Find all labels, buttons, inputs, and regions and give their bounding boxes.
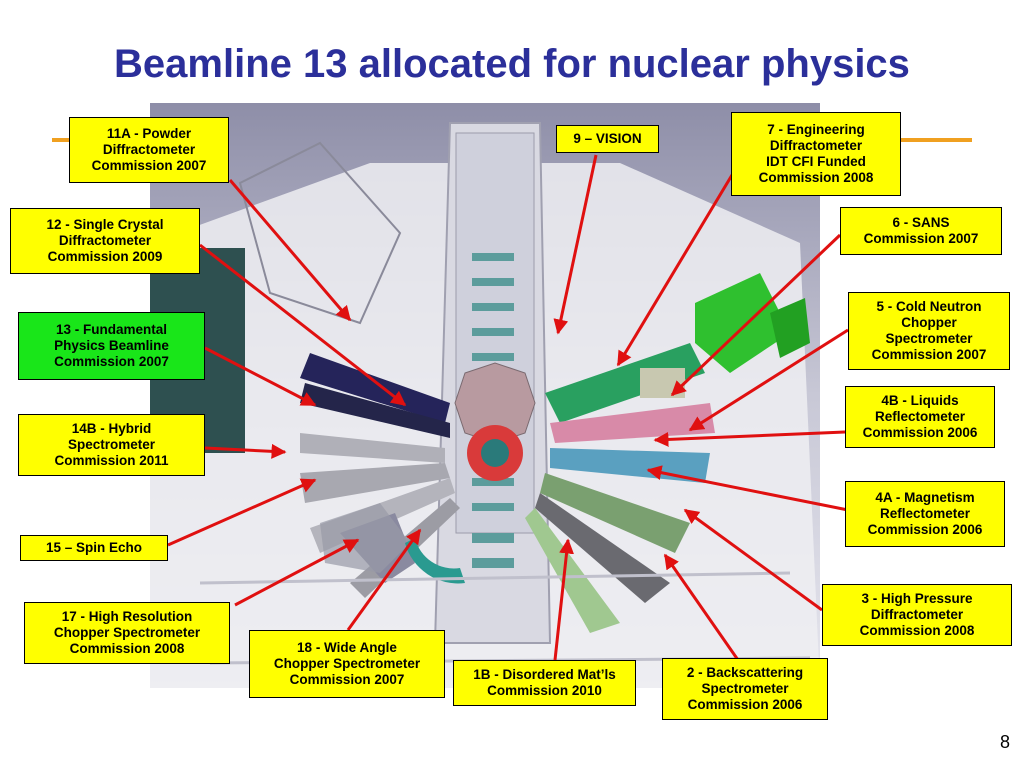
title-rule-left [52, 138, 70, 142]
label-15-spin-echo: 15 – Spin Echo [20, 535, 168, 561]
label-18-wide-angle-chopper-spectrometer: 18 - Wide Angle Chopper Spectrometer Com… [249, 630, 445, 698]
label-7-engineering-diffractometer: 7 - Engineering Diffractometer IDT CFI F… [731, 112, 901, 196]
title-rule-right [900, 138, 972, 142]
slide-title: Beamline 13 allocated for nuclear physic… [114, 42, 910, 86]
label-1b-disordered-materials: 1B - Disordered Mat’ls Commission 2010 [453, 660, 636, 706]
label-3-high-pressure-diffractometer: 3 - High Pressure Diffractometer Commiss… [822, 584, 1012, 646]
label-13-fundamental-physics-beamline: 13 - Fundamental Physics Beamline Commis… [18, 312, 205, 380]
label-9-vision: 9 – VISION [556, 125, 659, 153]
label-4b-liquids-reflectometer: 4B - Liquids Reflectometer Commission 20… [845, 386, 995, 448]
label-5-cold-neutron-chopper-spectrometer: 5 - Cold Neutron Chopper Spectrometer Co… [848, 292, 1010, 370]
label-14b-hybrid-spectrometer: 14B - Hybrid Spectrometer Commission 201… [18, 414, 205, 476]
label-12-single-crystal-diffractometer: 12 - Single Crystal Diffractometer Commi… [10, 208, 200, 274]
label-4a-magnetism-reflectometer: 4A - Magnetism Reflectometer Commission … [845, 481, 1005, 547]
facility-illustration [150, 103, 820, 688]
label-2-backscattering-spectrometer: 2 - Backscattering Spectrometer Commissi… [662, 658, 828, 720]
label-11a-powder-diffractometer: 11A - Powder Diffractometer Commission 2… [69, 117, 229, 183]
label-17-high-resolution-chopper-spectrometer: 17 - High Resolution Chopper Spectromete… [24, 602, 230, 664]
label-6-sans: 6 - SANS Commission 2007 [840, 207, 1002, 255]
page-number: 8 [999, 732, 1010, 752]
